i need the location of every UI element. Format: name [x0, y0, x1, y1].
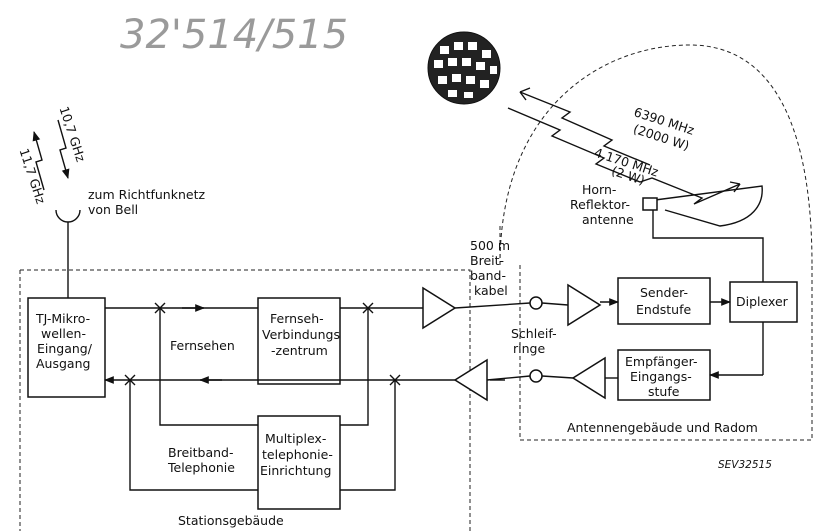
horn-antenna-icon — [642, 185, 763, 227]
receiver-label-2: Eingangs- — [630, 369, 692, 384]
tj-box — [27, 297, 106, 398]
diplexer-label: Diplexer — [736, 294, 789, 309]
multiplex-label-1: Multiplex- — [265, 431, 326, 446]
freq-left-b: 11,7 GHz — [17, 146, 49, 206]
transmitter-box — [617, 277, 711, 325]
slip-rings-label-1: Schleif- — [511, 326, 557, 341]
cable-label-1: 500 m — [470, 238, 510, 253]
tv-center-label-2: Verbindungs — [262, 327, 340, 342]
cable-label-4: kabel — [474, 283, 508, 298]
station-building-outline — [20, 269, 471, 531]
transmitter-label-1: Sender- — [640, 285, 688, 300]
multiplex-box — [257, 415, 341, 510]
antenna-label-1: zum Richtfunknetz — [88, 187, 205, 202]
receiver-label-1: Empfänger- — [625, 354, 697, 369]
dish-antenna-icon — [32, 119, 81, 305]
antenna-building-outline — [519, 265, 813, 441]
amplifier-rx-station — [453, 358, 488, 402]
tj-label-3: Eingang/ — [37, 341, 93, 356]
broadband-label-2: Telephonie — [167, 460, 235, 475]
uplink-beam — [507, 87, 741, 205]
slip-ring-rx — [529, 369, 543, 383]
amplifier-tx-station — [422, 286, 457, 330]
receiver-box — [617, 349, 711, 401]
tj-label-4: Ausgang — [36, 356, 90, 371]
tv-center-label-3: -zentrum — [271, 343, 328, 358]
multiplex-label-3: Einrichtung — [260, 463, 331, 478]
antenna-building-label: Antennengebäude und Radom — [567, 420, 758, 435]
horn-label-3: antenne — [582, 212, 634, 227]
broadband-label-1: Breitband- — [168, 445, 233, 460]
receiver-label-3: stufe — [648, 384, 680, 399]
antenna-label-2: von Bell — [88, 202, 138, 217]
cable-label-3: band- — [470, 268, 506, 283]
amplifier-tx-antenna — [567, 283, 602, 327]
horn-label-2: Reflektor- — [570, 197, 630, 212]
tj-label-2: wellen- — [41, 326, 86, 341]
amplifier-rx-antenna — [571, 356, 606, 400]
slip-ring-tx — [529, 296, 543, 310]
handwritten-note: 32'514/515 — [120, 12, 348, 58]
multiplex-label-2: telephonie- — [262, 447, 333, 462]
radom-outline — [499, 44, 813, 266]
tj-label-1: TJ-Mikro- — [35, 311, 90, 326]
slip-rings-label-2: ringe — [513, 341, 545, 356]
figure-reference: SEV32515 — [718, 459, 772, 471]
tv-label: Fernsehen — [170, 338, 235, 353]
tv-center-label-1: Fernseh- — [270, 311, 324, 326]
transmitter-label-2: Endstufe — [636, 302, 691, 317]
signal-lines — [104, 210, 764, 491]
satellite-icon — [427, 31, 501, 105]
station-building-label: Stationsgebäude — [178, 513, 284, 528]
horn-label-1: Horn- — [582, 182, 616, 197]
cable-label-2: Breit- — [470, 253, 504, 268]
tv-center-box — [257, 297, 341, 385]
